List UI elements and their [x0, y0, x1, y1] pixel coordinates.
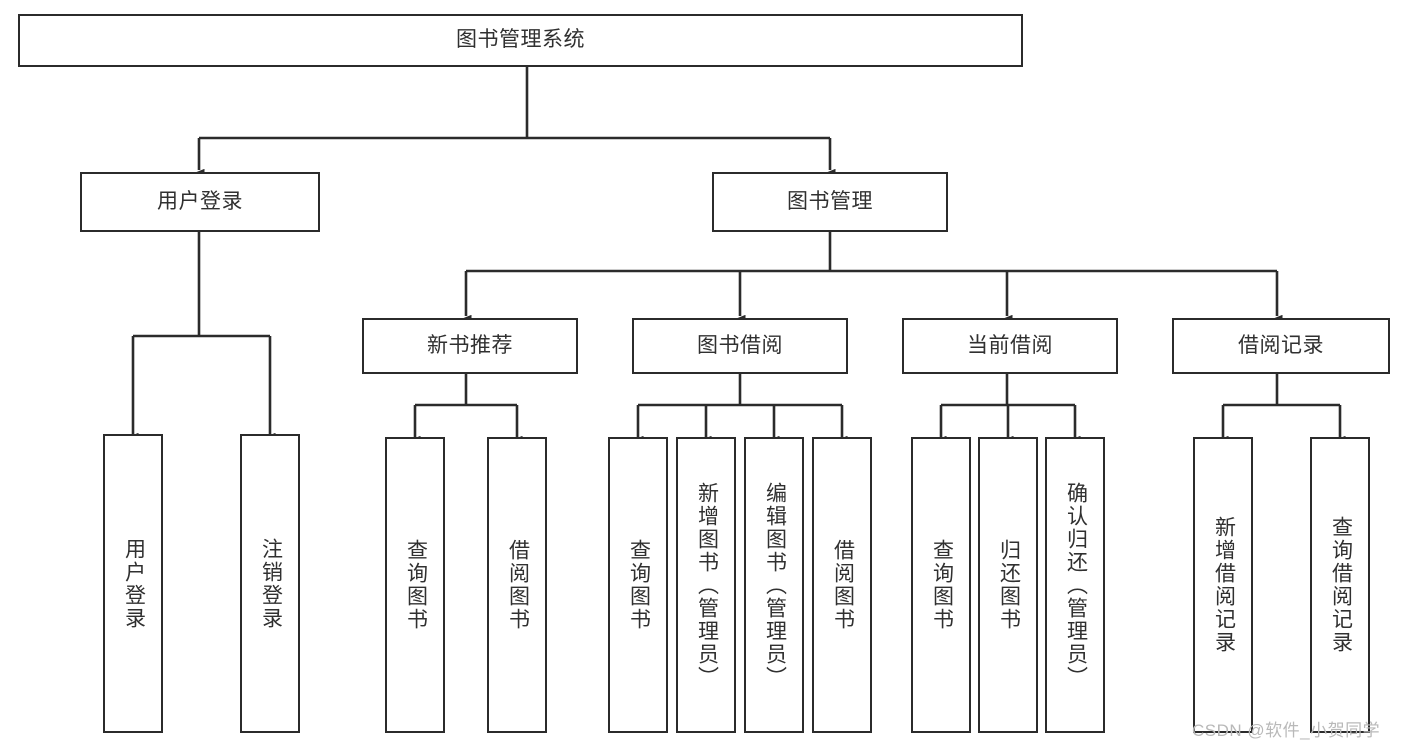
node-book-borrow-label: 图书借阅 — [697, 333, 783, 357]
node-leaf-add-book-label: 新增图书（管理员） — [695, 481, 719, 689]
node-leaf-add-record[interactable]: 新增借阅记录 — [1193, 437, 1253, 733]
node-leaf-query-book-2[interactable]: 查询图书 — [608, 437, 668, 733]
node-book-manage-label: 图书管理 — [787, 189, 873, 213]
node-root[interactable]: 图书管理系统 — [18, 14, 1023, 67]
node-current-borrow-label: 当前借阅 — [967, 333, 1053, 357]
node-leaf-query-book-1-label: 查询图书 — [404, 539, 428, 631]
node-leaf-query-book-3-label: 查询图书 — [930, 539, 954, 631]
node-leaf-borrow-book-2-label: 借阅图书 — [831, 539, 855, 631]
node-leaf-borrow-book-2[interactable]: 借阅图书 — [812, 437, 872, 733]
node-leaf-query-record-label: 查询借阅记录 — [1329, 516, 1353, 654]
node-leaf-query-book-1[interactable]: 查询图书 — [385, 437, 445, 733]
node-leaf-query-record[interactable]: 查询借阅记录 — [1310, 437, 1370, 733]
node-borrow-record[interactable]: 借阅记录 — [1172, 318, 1390, 374]
node-leaf-user-login-label: 用户登录 — [122, 537, 146, 630]
node-root-label: 图书管理系统 — [456, 28, 585, 52]
node-new-book-recommend-label: 新书推荐 — [427, 333, 513, 357]
node-leaf-edit-book[interactable]: 编辑图书（管理员） — [744, 437, 804, 733]
node-leaf-user-login[interactable]: 用户登录 — [103, 434, 163, 733]
node-leaf-query-book-2-label: 查询图书 — [627, 539, 651, 631]
node-leaf-borrow-book-1-label: 借阅图书 — [506, 539, 530, 631]
node-borrow-record-label: 借阅记录 — [1238, 333, 1324, 357]
node-leaf-return-book[interactable]: 归还图书 — [978, 437, 1038, 733]
node-leaf-logout-login[interactable]: 注销登录 — [240, 434, 300, 733]
node-user-login-label: 用户登录 — [157, 189, 243, 213]
node-leaf-return-book-label: 归还图书 — [997, 539, 1021, 631]
node-leaf-confirm-return-label: 确认归还（管理员） — [1064, 481, 1088, 689]
node-leaf-add-book[interactable]: 新增图书（管理员） — [676, 437, 736, 733]
node-book-borrow[interactable]: 图书借阅 — [632, 318, 848, 374]
node-current-borrow[interactable]: 当前借阅 — [902, 318, 1118, 374]
csdn-watermark: CSDN @软件_小贺同学 — [1192, 721, 1381, 740]
node-leaf-edit-book-label: 编辑图书（管理员） — [763, 481, 787, 689]
node-book-manage[interactable]: 图书管理 — [712, 172, 948, 232]
node-user-login[interactable]: 用户登录 — [80, 172, 320, 232]
node-leaf-borrow-book-1[interactable]: 借阅图书 — [487, 437, 547, 733]
node-leaf-confirm-return[interactable]: 确认归还（管理员） — [1045, 437, 1105, 733]
node-leaf-query-book-3[interactable]: 查询图书 — [911, 437, 971, 733]
node-new-book-recommend[interactable]: 新书推荐 — [362, 318, 578, 374]
node-leaf-logout-login-label: 注销登录 — [259, 537, 283, 630]
node-leaf-add-record-label: 新增借阅记录 — [1212, 516, 1236, 654]
